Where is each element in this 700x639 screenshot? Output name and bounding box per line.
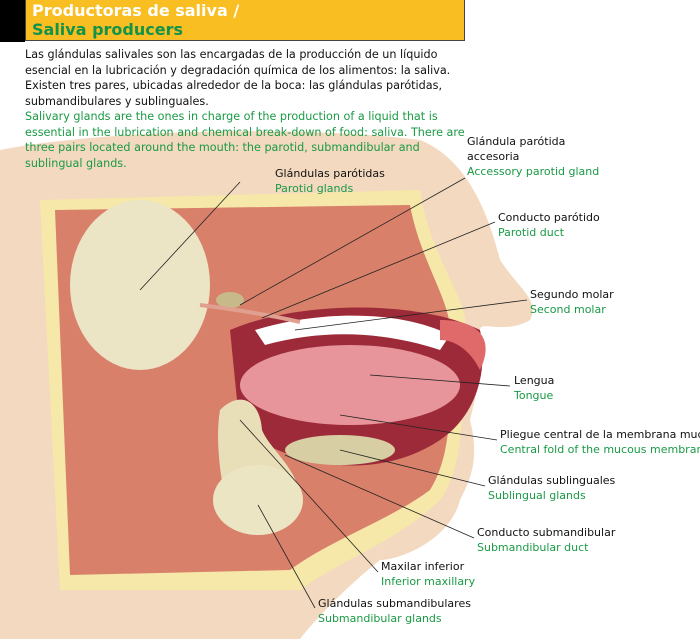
label-en: Parotid glands — [275, 182, 354, 195]
label-en: Tongue — [514, 389, 554, 402]
label-es: Maxilar inferior — [381, 560, 465, 573]
title-es: Productoras de saliva / — [32, 1, 240, 20]
intro-es: Las glándulas salivales son las encargad… — [25, 48, 451, 108]
lip — [440, 320, 486, 370]
header: Productoras de saliva / Saliva producers — [25, 0, 465, 41]
upper-teeth — [255, 315, 450, 350]
label-central-fold: Pliegue central de la membrana mucosaCen… — [500, 427, 700, 457]
label-en: Submandibular duct — [477, 541, 589, 554]
header-black-bar — [0, 0, 25, 42]
label-en: Accessory parotid gland — [467, 165, 600, 178]
label-en: Parotid duct — [498, 226, 565, 239]
label-es: Conducto submandibular — [477, 526, 616, 539]
label-es: Segundo molar — [530, 288, 614, 301]
label-en: Sublingual glands — [488, 489, 586, 502]
submandibular-gland — [213, 465, 303, 535]
label-es: Lengua — [514, 374, 555, 387]
leader-lines — [139, 177, 528, 609]
label-en: Inferior maxillary — [381, 575, 476, 588]
label-es: Glándulas submandibulares — [318, 597, 471, 610]
label-es: Glándulas sublinguales — [488, 474, 616, 487]
label-es: Conducto parótido — [498, 211, 600, 224]
label-en: Submandibular glands — [318, 612, 442, 625]
label-es: Pliegue central de la membrana mucosa — [500, 428, 700, 441]
label-en: Second molar — [530, 303, 606, 316]
accessory-parotid — [216, 292, 244, 308]
parotid-duct — [199, 303, 301, 324]
label-es: Glándula parótida accesoria — [467, 135, 566, 163]
intro-text: Las glándulas salivales son las encargad… — [25, 47, 465, 171]
parotid-gland — [70, 200, 210, 370]
label-en: Central fold of the mucous membrane — [500, 443, 700, 456]
title-en: Saliva producers — [32, 20, 184, 39]
intro-en: Salivary glands are the ones in charge o… — [25, 110, 465, 170]
label-es: Glándulas parótidas — [275, 167, 385, 180]
tongue — [240, 345, 460, 425]
